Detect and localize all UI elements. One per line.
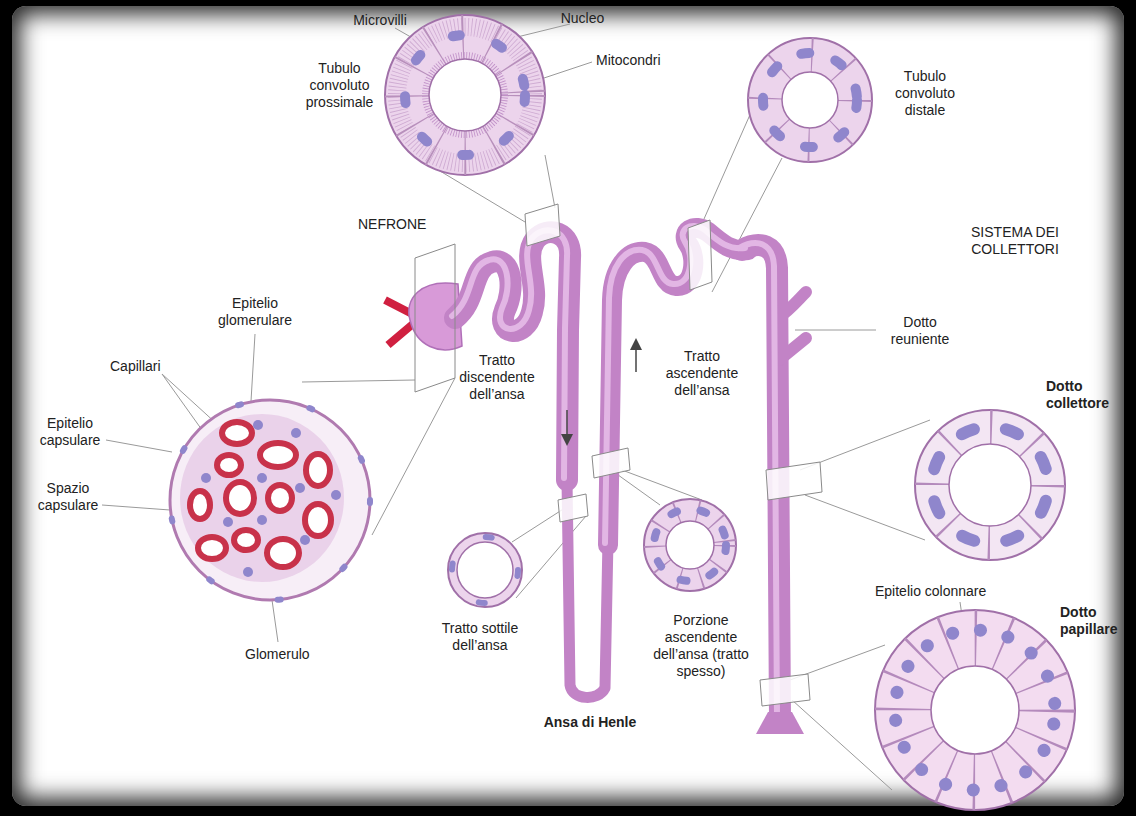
part-label: Spazio capsulare: [28, 480, 108, 514]
part-label: Mitocondri: [596, 52, 676, 69]
part-label: Dotto collettore: [1046, 378, 1122, 412]
part-label: Tratto discendente dell’ansa: [452, 352, 542, 403]
part-label: Capillari: [110, 358, 180, 375]
part-label: SISTEMA DEI COLLETTORI: [940, 224, 1090, 258]
part-label: Tubulo convoluto prossimale: [292, 60, 387, 111]
part-label: Tratto ascendente dell’ansa: [656, 348, 748, 399]
part-label: Microvilli: [345, 12, 415, 29]
part-label: Epitelio capsulare: [28, 415, 112, 449]
part-label: Dotto papillare: [1060, 604, 1128, 638]
part-label: Tratto sottile dell’ansa: [440, 620, 520, 654]
part-label: Glomerulo: [245, 646, 325, 663]
part-label: Porzione ascendente dell’ansa (tratto sp…: [648, 612, 754, 680]
part-label: Tubulo convoluto distale: [880, 68, 970, 119]
part-label: Dotto reuniente: [878, 314, 962, 348]
part-label: Ansa di Henle: [535, 714, 645, 731]
part-label: NEFRONE: [358, 216, 448, 233]
part-label: Nucleo: [555, 10, 610, 27]
part-label: Epitelio colonnare: [875, 583, 1015, 600]
part-label: Epitelio glomerulare: [205, 295, 305, 329]
